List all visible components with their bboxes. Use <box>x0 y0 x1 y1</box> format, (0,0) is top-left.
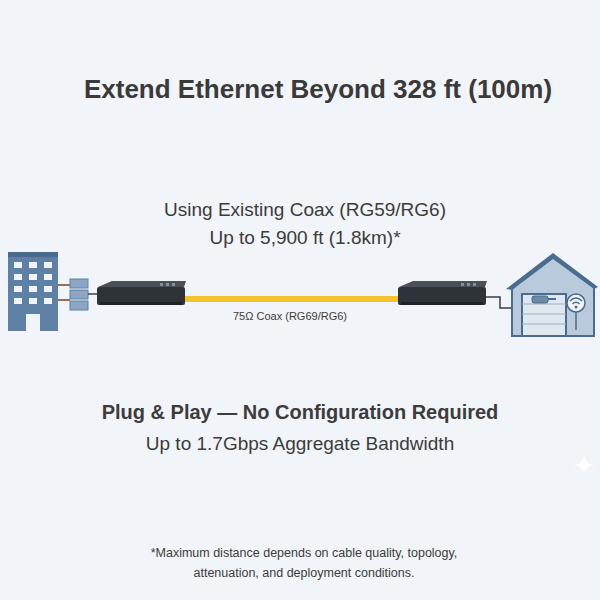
distance-note: Up to 5,900 ft (1.8km)* <box>209 227 400 249</box>
coax-cable <box>185 296 398 302</box>
garage-building <box>506 253 598 336</box>
footnote: *Maximum distance depends on cable quali… <box>139 543 469 583</box>
coax-adapter-right <box>398 281 487 305</box>
office-building <box>8 252 58 331</box>
subtitle-line: Using Existing Coax (RG59/RG6) <box>164 199 446 221</box>
ethernet-wire <box>486 297 512 308</box>
title: Extend Ethernet Beyond 328 ft (100m) <box>84 74 552 105</box>
feature-heading: Plug & Play — No Configuration Required <box>102 401 499 424</box>
cable-label: 75Ω Coax (RG69/RG6) <box>233 310 347 322</box>
bandwidth-note: Up to 1.7Gbps Aggregate Bandwidth <box>146 433 454 455</box>
server-rack <box>58 279 97 310</box>
sparkle <box>574 455 594 475</box>
coax-adapter-left <box>97 281 186 305</box>
